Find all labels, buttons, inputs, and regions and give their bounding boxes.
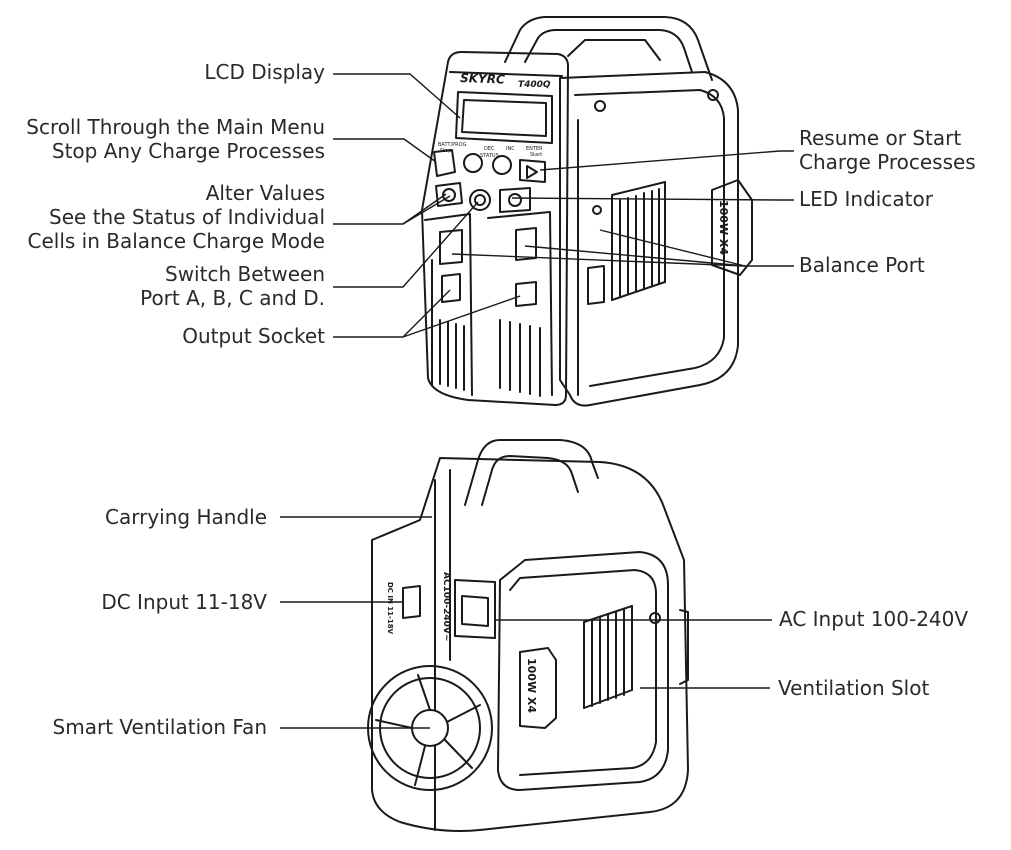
dc-rating-text: DC IN 11-18V (386, 582, 394, 635)
label-resume-start: Resume or Start Charge Processes (799, 126, 976, 174)
lcd-screen (455, 91, 553, 144)
label-scroll-menu: Scroll Through the Main Menu Stop Any Ch… (26, 115, 325, 163)
btn-enter: ENTER (526, 146, 543, 152)
label-ventilation-slot: Ventilation Slot (778, 676, 930, 700)
btn-inc: INC (506, 146, 515, 152)
side-badge-text: 100W X4 (717, 200, 730, 255)
dc-socket (402, 585, 421, 619)
leader-led (511, 197, 794, 201)
front-view (421, 16, 753, 407)
label-balance-port: Balance Port (799, 253, 925, 277)
label-alter-values: Alter Values See the Status of Individua… (27, 181, 326, 253)
brand-logo: SKYRC (460, 71, 505, 87)
leader-lines (280, 73, 794, 729)
leader-balance (451, 253, 794, 267)
leader-resume (539, 150, 794, 171)
leader-switch (333, 201, 479, 288)
btn-status: STATUS (480, 153, 499, 159)
front-ports (424, 211, 605, 397)
btn-batt-prog: BATT/PROG (438, 142, 467, 148)
label-lcd-display: LCD Display (204, 60, 325, 84)
label-dc-input: DC Input 11-18V (101, 590, 267, 614)
back-badge-text: 100W X4 (525, 658, 538, 713)
label-smart-fan: Smart Ventilation Fan (52, 715, 267, 739)
btn-dec: DEC (484, 146, 495, 152)
back-handle (464, 439, 599, 506)
front-handle (504, 16, 713, 81)
leader-lcd (333, 73, 461, 119)
model-name: T400Q (518, 80, 551, 90)
btn-stop: Stop (440, 148, 451, 154)
front-buttons (433, 149, 546, 213)
label-led-indicator: LED Indicator (799, 187, 933, 211)
label-ac-input: AC Input 100-240V (779, 607, 969, 631)
back-vents (583, 605, 633, 709)
leader-scroll (333, 138, 437, 163)
label-output-socket: Output Socket (182, 324, 325, 348)
side-body (559, 71, 739, 407)
ac-socket (454, 579, 496, 639)
label-carrying-handle: Carrying Handle (105, 505, 267, 529)
front-face (421, 51, 569, 406)
back-outline (371, 457, 689, 832)
label-switch-ports: Switch Between Port A, B, C and D. (140, 262, 325, 310)
ac-rating-text: AC100-240V~ (441, 572, 451, 641)
btn-start: Start (530, 152, 542, 158)
back-view (367, 439, 689, 832)
